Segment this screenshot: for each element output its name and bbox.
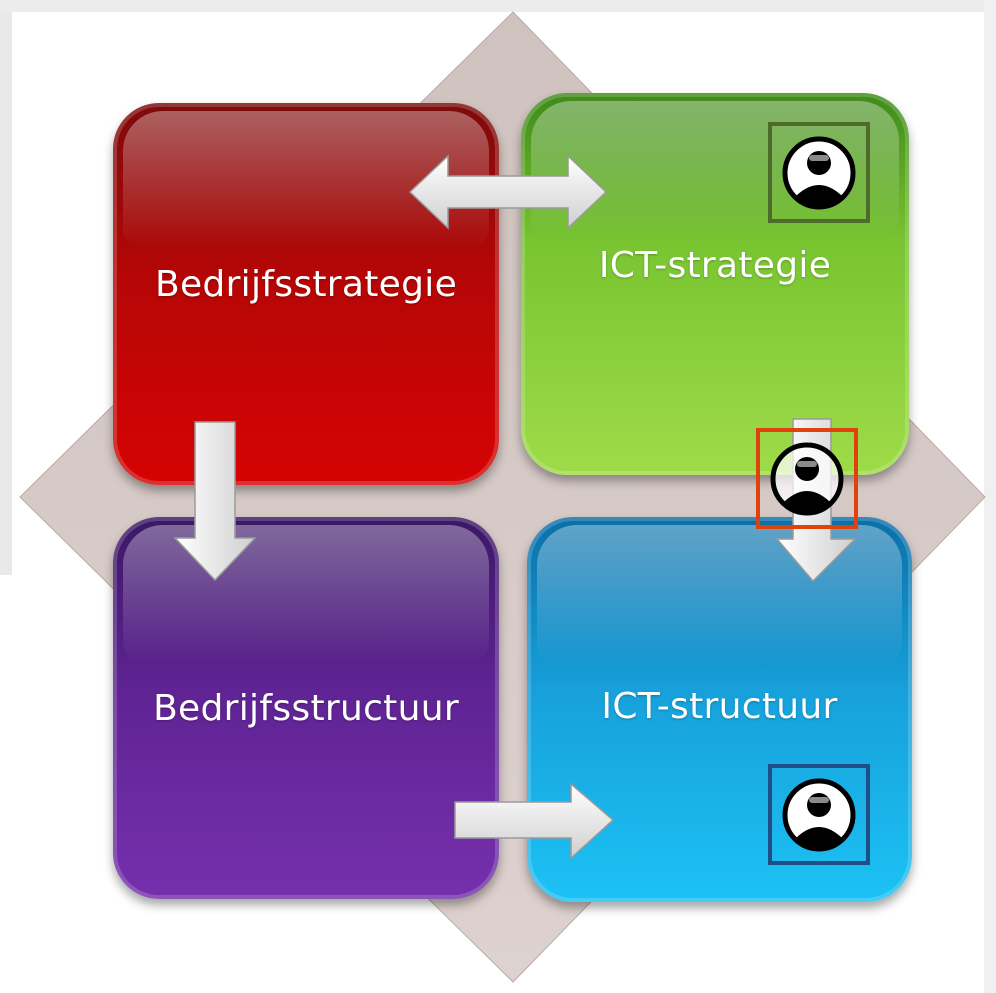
avatar-box-ict-strategy <box>768 122 870 223</box>
avatar-box-ict-structure <box>768 764 870 865</box>
arrow-down-icon <box>173 421 257 582</box>
quadrant-label-ict-strategy: ICT-strategie <box>598 244 832 286</box>
arrow-right-icon <box>454 782 615 860</box>
quadrant-business-structure: Bedrijfsstructuur <box>113 517 499 899</box>
person-avatar-icon <box>782 136 856 209</box>
quadrant-label-business-structure: Bedrijfsstructuur <box>153 687 459 729</box>
background-band-left <box>0 0 12 575</box>
background-band-top <box>0 0 996 12</box>
person-avatar-icon <box>782 778 856 851</box>
person-avatar-icon <box>770 442 844 515</box>
double-arrow-icon <box>408 154 608 230</box>
quadrant-label-business-strategy: Bedrijfsstrategie <box>154 263 458 305</box>
background-band-right <box>984 0 996 993</box>
quadrant-label-ict-structure: ICT-structuur <box>601 686 838 727</box>
avatar-box-transition <box>756 428 858 529</box>
